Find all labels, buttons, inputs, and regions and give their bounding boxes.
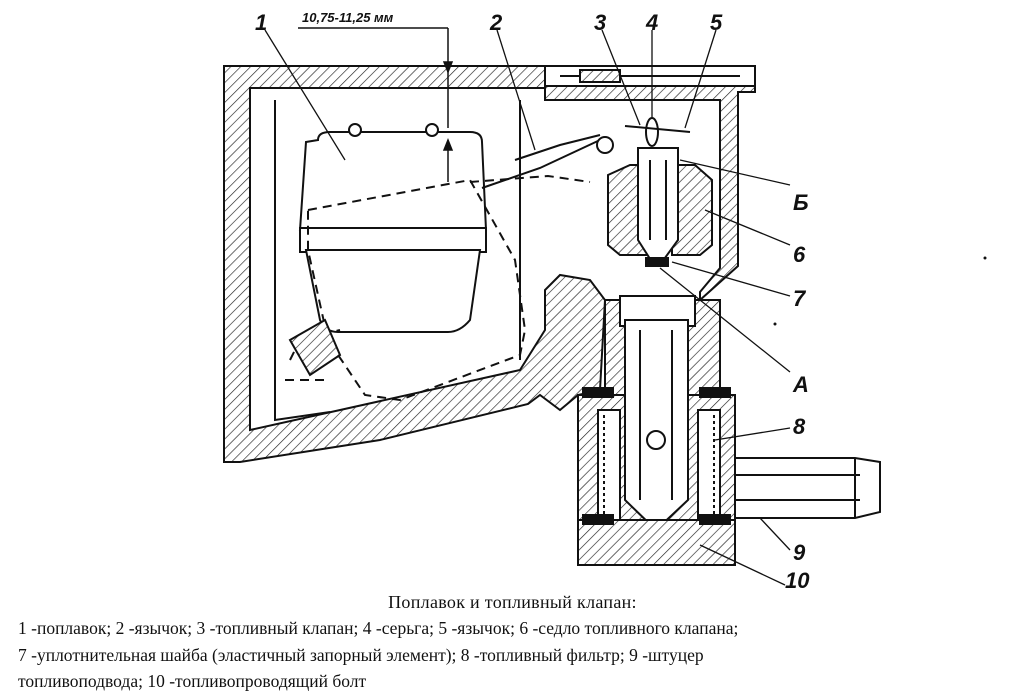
tongue-5 (624, 125, 691, 133)
callout-3: 3 (594, 10, 606, 35)
callout-8: 8 (793, 414, 806, 439)
caption-line-1: 1 -поплавок; 2 -язычок; 3 -топливный кла… (18, 618, 739, 638)
fuel-bolt (624, 319, 689, 532)
callout-10: 10 (785, 568, 810, 590)
sealing-washer (645, 257, 669, 267)
caption-title: Поплавок и топливный клапан: (388, 592, 637, 612)
callout-2: 2 (489, 10, 503, 35)
inlet-fitting (734, 457, 881, 519)
tongue-2 (514, 134, 601, 161)
caption-line-2: 7 -уплотнительная шайба (эластичный запо… (18, 645, 704, 665)
tongues (514, 125, 691, 161)
callout-7: 7 (793, 286, 807, 311)
screw (288, 318, 342, 377)
caption-line-3: топливоподвода; 10 -топливопроводящий бо… (18, 671, 367, 691)
callout-a: А (792, 372, 809, 397)
callout-4: 4 (645, 10, 658, 35)
leader-lines (264, 29, 791, 586)
fuel-valve-needle (637, 147, 679, 263)
dimension-marker (298, 27, 454, 182)
valve-earring (645, 117, 659, 147)
callout-1: 1 (255, 10, 267, 35)
float (298, 123, 614, 333)
callout-b: Б (793, 190, 809, 215)
valve-assembly (577, 117, 881, 566)
callout-5: 5 (710, 10, 723, 35)
callout-6: 6 (793, 242, 806, 267)
dimension-label: 10,75-11,25 мм (302, 10, 394, 25)
figure-caption: Поплавок и топливный клапан: 1 -поплавок… (0, 590, 1025, 699)
callout-9: 9 (793, 540, 806, 565)
float-and-fuel-valve-diagram: 10,75-11,25 мм 1 2 3 4 5 Б 6 7 А 8 9 10 (223, 10, 987, 590)
